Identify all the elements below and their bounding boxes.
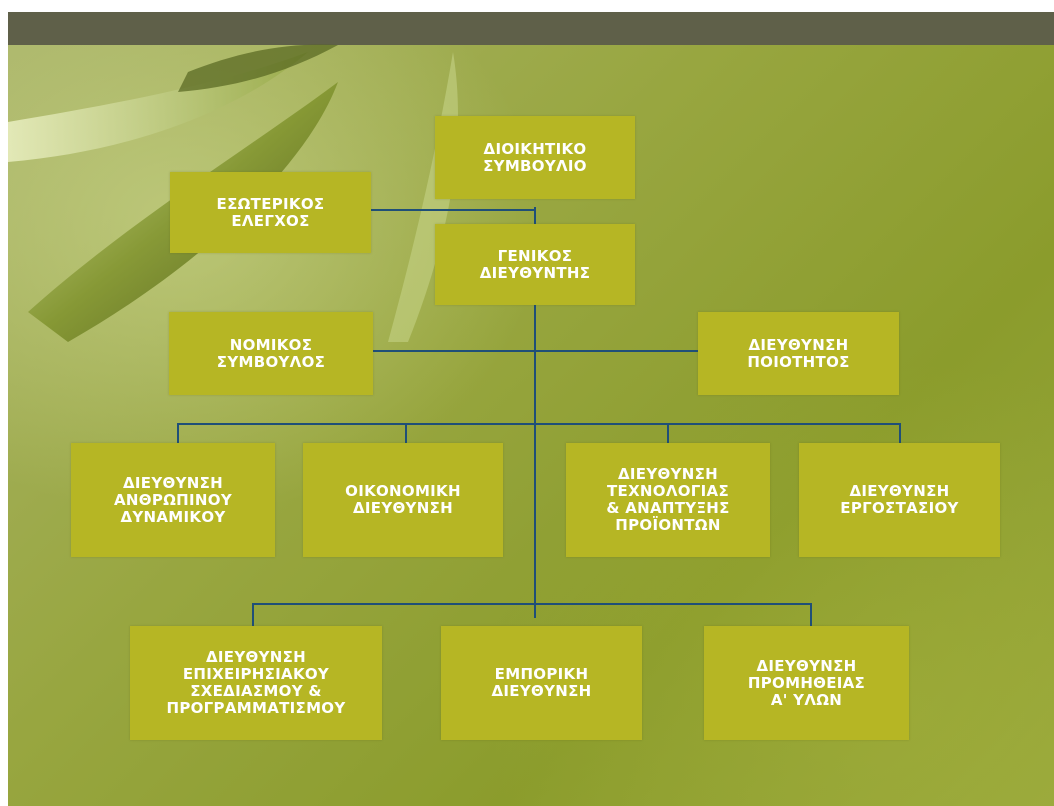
technology-directorate-box: ΔΙΕΥΘΥΝΣΗ ΤΕΧΝΟΛΟΓΙΑΣ & ΑΝΑΠΤΥΞΗΣ ΠΡΟΪΟΝ… xyxy=(566,443,770,557)
hr-directorate-box: ΔΙΕΥΘΥΝΣΗ ΑΝΘΡΩΠΙΝΟΥ ΔΥΝΑΜΙΚΟΥ xyxy=(71,443,275,557)
planning-directorate-box: ΔΙΕΥΘΥΝΣΗ ΕΠΙΧΕΙΡΗΣΙΑΚΟΥ ΣΧΕΔΙΑΣΜΟΥ & ΠΡ… xyxy=(130,626,382,740)
leaf-shape xyxy=(178,44,338,92)
commercial-directorate-box: ΕΜΠΟΡΙΚΗ ΔΙΕΥΘΥΝΣΗ xyxy=(441,626,642,740)
legal-advisor-box: ΝΟΜΙΚΟΣ ΣΥΜΒΟΥΛΟΣ xyxy=(169,312,373,395)
quality-directorate-box: ΔΙΕΥΘΥΝΣΗ ΠΟΙΟΤΗΤΟΣ xyxy=(698,312,899,395)
procurement-directorate-box: ΔΙΕΥΘΥΝΣΗ ΠΡΟΜΗΘΕΙΑΣ Α' ΥΛΩΝ xyxy=(704,626,909,740)
general-manager-box: ΓΕΝΙΚΟΣ ΔΙΕΥΘΥΝΤΗΣ xyxy=(435,224,635,305)
internal-audit-box: ΕΣΩΤΕΡΙΚΟΣ ΕΛΕΓΧΟΣ xyxy=(170,172,371,253)
top-bar xyxy=(8,12,1054,45)
org-chart-frame: ΔΙΟΙΚΗΤΙΚΟ ΣΥΜΒΟΥΛΙΟ ΕΣΩΤΕΡΙΚΟΣ ΕΛΕΓΧΟΣ … xyxy=(8,12,1054,806)
board-of-directors-box: ΔΙΟΙΚΗΤΙΚΟ ΣΥΜΒΟΥΛΙΟ xyxy=(435,116,635,199)
factory-directorate-box: ΔΙΕΥΘΥΝΣΗ ΕΡΓΟΣΤΑΣΙΟΥ xyxy=(799,443,1000,557)
connector-lines xyxy=(177,207,901,626)
finance-directorate-box: ΟΙΚΟΝΟΜΙΚΗ ΔΙΕΥΘΥΝΣΗ xyxy=(303,443,503,557)
